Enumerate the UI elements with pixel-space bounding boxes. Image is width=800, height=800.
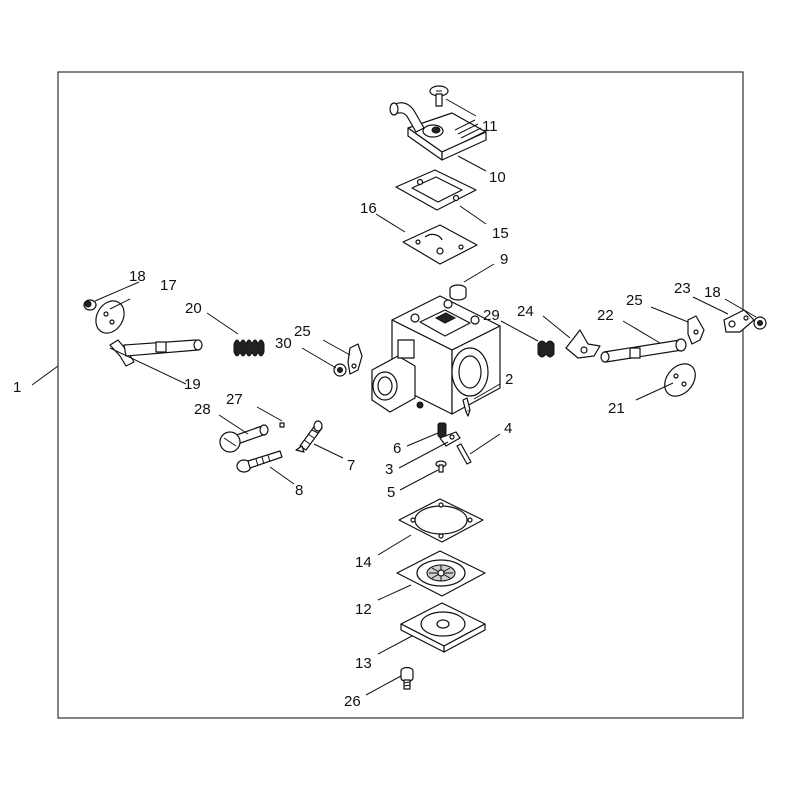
callout-23: 23 — [674, 280, 691, 297]
callout-19: 19 — [184, 376, 201, 393]
part-18-nut-right — [753, 316, 767, 330]
part-6-spring — [437, 422, 447, 438]
part-26-screw — [400, 666, 414, 690]
callout-25-left: 25 — [294, 323, 311, 340]
callout-3: 3 — [385, 461, 393, 478]
callout-12: 12 — [355, 601, 372, 618]
part-28-idle-screw — [219, 424, 269, 453]
part-19-choke-shaft — [109, 339, 203, 367]
callout-25-right: 25 — [626, 292, 643, 309]
part-13-metering-cover — [400, 602, 486, 653]
callout-6: 6 — [393, 440, 401, 457]
part-24-lever — [565, 329, 601, 359]
callout-27: 27 — [226, 391, 243, 408]
part-29-spring — [537, 340, 555, 358]
part-15-pump-gasket — [395, 169, 477, 211]
part-9-plug — [449, 284, 467, 301]
part-27-pin — [279, 422, 285, 428]
part-10-pump-cover — [389, 102, 487, 161]
callout-4: 4 — [504, 420, 512, 437]
callout-labels: 1 2 3 4 5 6 7 8 9 10 11 12 13 14 15 16 1… — [13, 118, 721, 710]
callout-9: 9 — [500, 251, 508, 268]
part-4-pin — [456, 443, 472, 465]
diagram-frame — [57, 71, 744, 719]
part-23-lever — [723, 309, 755, 333]
callout-15: 15 — [492, 225, 509, 242]
part-carburetor-body — [371, 295, 501, 415]
part-25-bracket-right — [687, 315, 705, 345]
part-16-pump-diaphragm — [402, 224, 478, 265]
callout-29: 29 — [483, 307, 500, 324]
callout-28: 28 — [194, 401, 211, 418]
callout-13: 13 — [355, 655, 372, 672]
callout-8: 8 — [295, 482, 303, 499]
callout-5: 5 — [387, 484, 395, 501]
callout-18-left: 18 — [129, 268, 146, 285]
parts-layer — [83, 85, 767, 690]
callout-21: 21 — [608, 400, 625, 417]
callout-16: 16 — [360, 200, 377, 217]
part-20-spring — [233, 339, 265, 357]
part-25-bracket-left — [347, 343, 363, 375]
callout-7: 7 — [347, 457, 355, 474]
part-17-disc — [95, 300, 125, 334]
callout-17: 17 — [160, 277, 177, 294]
callout-18-right: 18 — [704, 284, 721, 301]
part-21-throttle-plate — [664, 363, 696, 397]
part-2-needle — [462, 397, 471, 417]
part-7-needle-screw — [295, 420, 323, 453]
callout-11: 11 — [482, 118, 498, 135]
callout-30: 30 — [275, 335, 292, 352]
callout-20: 20 — [185, 300, 202, 317]
part-18-nut-left — [83, 299, 97, 311]
part-30-ring — [333, 363, 347, 377]
leader-lines — [31, 98, 757, 696]
callout-10: 10 — [489, 169, 506, 186]
part-8-needle-screw — [236, 450, 283, 473]
callout-24: 24 — [517, 303, 534, 320]
part-22-throttle-shaft — [600, 338, 687, 363]
part-5-screw — [435, 460, 447, 473]
part-14-metering-gasket — [398, 498, 484, 543]
callout-26: 26 — [344, 693, 361, 710]
callout-14: 14 — [355, 554, 372, 571]
callout-22: 22 — [597, 307, 614, 324]
part-12-metering-diaphragm — [396, 550, 486, 597]
part-11-screw — [429, 85, 449, 107]
callout-1: 1 — [13, 379, 21, 396]
part-3-inlet-lever — [439, 431, 461, 447]
callout-2: 2 — [505, 371, 513, 388]
